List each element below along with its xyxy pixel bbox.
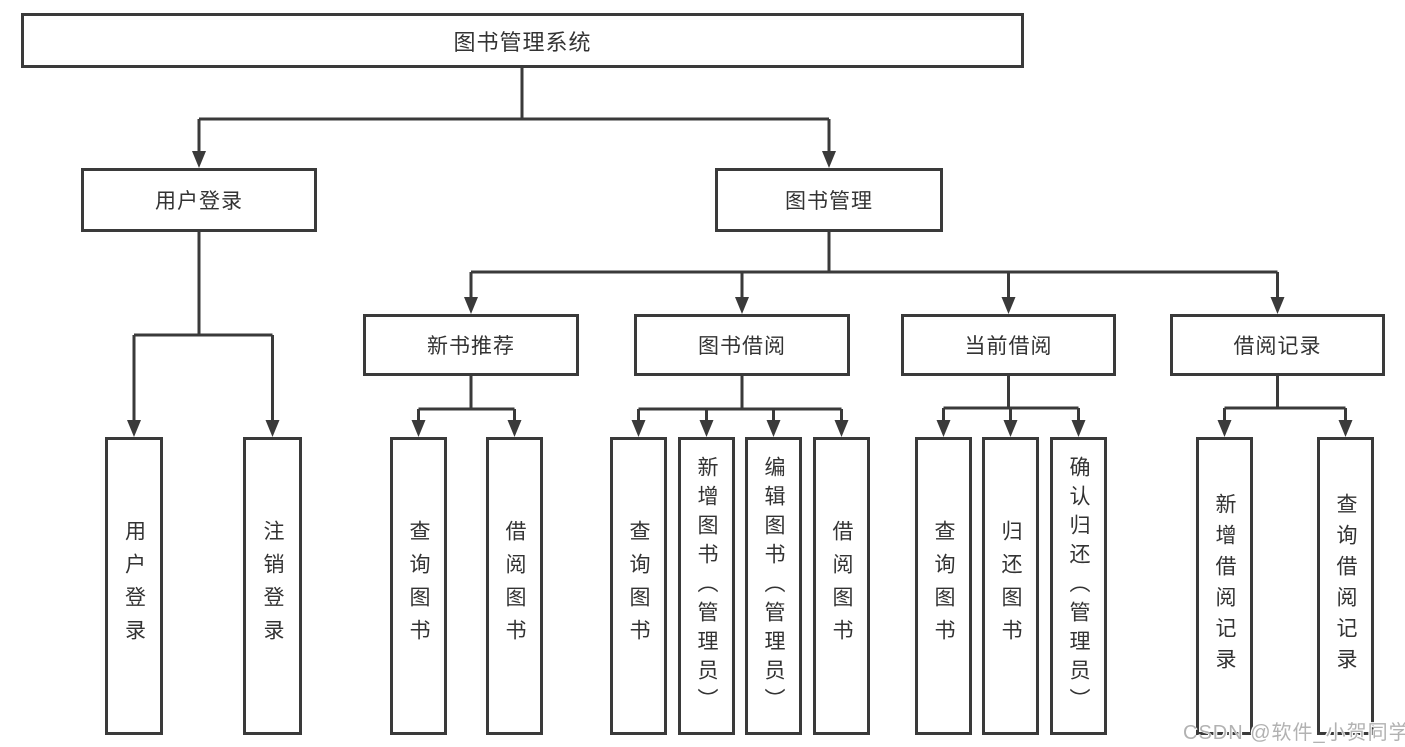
leaf-confirm-return-admin-label: 确认归还（管理员） [1067,455,1090,717]
leaf-logout-label: 注销登录 [261,520,284,652]
node-book-borrowing: 图书借阅 [634,314,850,376]
leaf-query-books-borrow: 查询图书 [610,437,667,735]
leaf-edit-books-admin: 编辑图书（管理员） [745,437,802,735]
leaf-add-books-admin-label: 新增图书（管理员） [695,455,718,717]
connector-book-borrow-group [637,376,843,420]
leaf-add-books-admin: 新增图书（管理员） [678,437,735,735]
arrowheads-user-login-group [127,420,280,437]
leaf-logout: 注销登录 [243,437,302,735]
leaf-query-books-recommend: 查询图书 [390,437,447,735]
node-borrowing-records-label: 借阅记录 [1233,335,1322,358]
node-current-borrowing: 当前借阅 [901,314,1116,376]
node-borrowing-records: 借阅记录 [1170,314,1385,376]
node-new-book-recommendation-label: 新书推荐 [427,335,515,358]
node-user-login: 用户登录 [81,168,317,232]
node-user-login-label: 用户登录 [155,190,243,213]
connector-current-borrow-group [942,376,1080,420]
node-book-management-label: 图书管理 [785,190,873,213]
csdn-watermark-label: CSDN @软件_小贺同学 [1183,722,1405,744]
leaf-borrow-books-recommend-label: 借阅图书 [503,520,526,652]
csdn-watermark: CSDN @软件_小贺同学 [1183,716,1405,745]
leaf-borrow-books: 借阅图书 [813,437,870,735]
node-new-book-recommendation: 新书推荐 [363,314,579,376]
leaf-add-borrow-record: 新增借阅记录 [1196,437,1253,735]
leaf-query-books-current: 查询图书 [915,437,972,735]
arrowheads-borrow-records-group [1217,420,1353,437]
connector-user-login-group [132,232,274,420]
leaf-return-books: 归还图书 [982,437,1039,735]
connector-new-book-group [417,376,516,420]
arrowheads-current-borrow-group [936,420,1086,437]
arrowheads-level2 [192,151,836,168]
arrowheads-new-book-group [411,420,522,437]
leaf-query-books-recommend-label: 查询图书 [407,520,430,652]
node-book-borrowing-label: 图书借阅 [698,335,786,358]
leaf-borrow-books-recommend: 借阅图书 [486,437,543,735]
leaf-return-books-label: 归还图书 [999,520,1022,652]
leaf-edit-books-admin-label: 编辑图书（管理员） [762,455,785,717]
connector-book-management-to-level3 [469,232,1279,297]
leaf-query-borrow-record: 查询借阅记录 [1317,437,1374,735]
leaf-add-borrow-record-label: 新增借阅记录 [1213,493,1236,679]
leaf-borrow-books-label: 借阅图书 [830,520,853,652]
node-library-management-system-label: 图书管理系统 [453,29,592,55]
node-book-management: 图书管理 [715,168,943,232]
leaf-user-login: 用户登录 [105,437,163,735]
leaf-query-books-current-label: 查询图书 [932,520,955,652]
arrowheads-book-borrow-group [631,420,849,437]
arrowheads-level3 [464,297,1285,314]
leaf-user-login-label: 用户登录 [122,520,146,652]
connector-borrow-records-group [1223,376,1347,420]
leaf-confirm-return-admin: 确认归还（管理员） [1050,437,1107,735]
node-current-borrowing-label: 当前借阅 [964,335,1053,358]
node-library-management-system: 图书管理系统 [21,13,1024,68]
leaf-query-borrow-record-label: 查询借阅记录 [1334,493,1357,679]
connector-root-to-level2 [197,68,831,151]
leaf-query-books-borrow-label: 查询图书 [627,520,650,652]
